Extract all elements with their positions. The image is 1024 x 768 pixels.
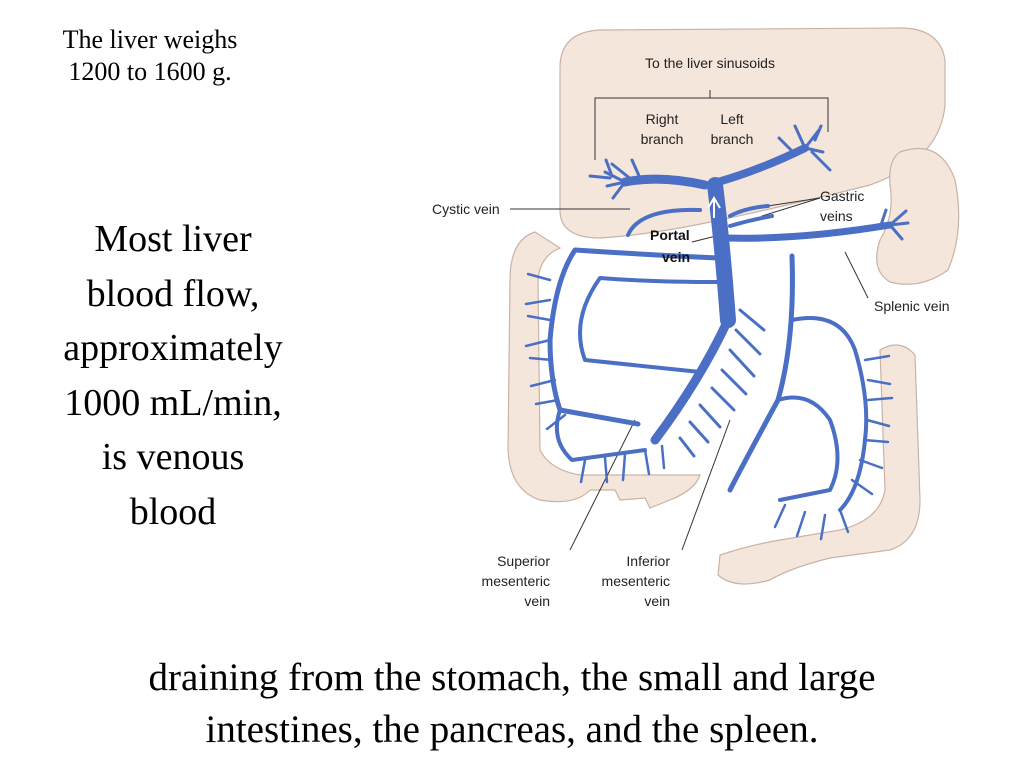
flow-arrow [707,196,721,218]
label-splenic-vein: Splenic vein [874,298,950,314]
blood-flow-line-2: blood flow, [86,272,260,315]
vein-network [524,124,910,541]
drainage-caption: draining from the stomach, the small and… [40,652,984,756]
liver-shape [559,27,946,239]
right-sinusoid-twigs [588,158,642,200]
portal-vein-trunk [707,177,736,328]
label-right-branch-1: Right [646,111,679,127]
label-superior-mesenteric-2: mesenteric [482,573,550,589]
blood-flow-line-5: is venous [101,436,245,478]
label-portal-vein-1: Portal [650,227,690,243]
colon-twigs-left [524,272,567,431]
label-cystic-vein: Cystic vein [432,201,500,217]
splenic-vein [721,221,894,242]
label-portal-vein-2: vein [662,249,690,265]
label-superior-mesenteric-1: Superior [497,553,550,569]
colic-arcade-lower [555,408,647,462]
colon-shape [507,231,701,509]
cystic-vein [626,207,702,237]
label-left-branch-1: Left [720,111,743,127]
blood-flow-line-4: 1000 mL/min, [64,381,282,424]
drainage-caption-line-1: draining from the stomach, the small and… [148,656,876,699]
inferior-mesenteric-vein [727,253,795,493]
liver-weight-line-2: 1200 to 1600 g. [68,57,232,86]
gastric-vein-2 [728,214,774,228]
blood-flow-note: Most liver blood flow, approximately 100… [28,212,318,539]
label-superior-mesenteric-3: vein [524,593,550,609]
blood-flow-line-1: Most liver [94,218,252,260]
colon-twigs-right [773,354,894,541]
superior-mesenteric-vein [650,315,733,445]
sigmoid-arcade [776,395,840,502]
gastric-vein-1 [728,204,770,218]
portal-venous-system-diagram: To the liver sinusoids Right branch Left… [400,20,1000,620]
label-inferior-mesenteric-3: vein [644,593,670,609]
label-gastric-veins-2: veins [820,208,853,224]
label-to-sinusoids: To the liver sinusoids [645,55,775,71]
left-sinusoid-twigs [777,124,832,172]
portal-vein-figure: To the liver sinusoids Right branch Left… [432,27,960,609]
colic-arcade-upper [547,247,721,427]
label-inferior-mesenteric-1: Inferior [626,553,670,569]
label-gastric-veins-1: Gastric [820,188,864,204]
colon-twigs-bottom [579,444,666,484]
blood-flow-line-6: blood [129,490,217,533]
liver-weight-note: The liver weighs 1200 to 1600 g. [20,24,280,88]
short-gastric-veins [878,208,910,241]
left-colic-arcade [790,316,869,512]
label-right-branch-2: branch [641,131,684,147]
stomach-shape [876,147,960,285]
drainage-caption-line-2: intestines, the pancreas, and the spleen… [205,708,819,751]
blood-flow-line-3: approximately [63,327,283,369]
leader-lines [510,90,869,551]
colic-arcade-middle [578,276,722,374]
label-left-branch-2: branch [711,131,754,147]
descending-colon-shape [717,344,921,585]
left-branch-vein [714,144,809,186]
label-inferior-mesenteric-2: mesenteric [602,573,670,589]
jejunal-branches [678,308,766,458]
liver-weight-line-1: The liver weighs [62,25,238,54]
